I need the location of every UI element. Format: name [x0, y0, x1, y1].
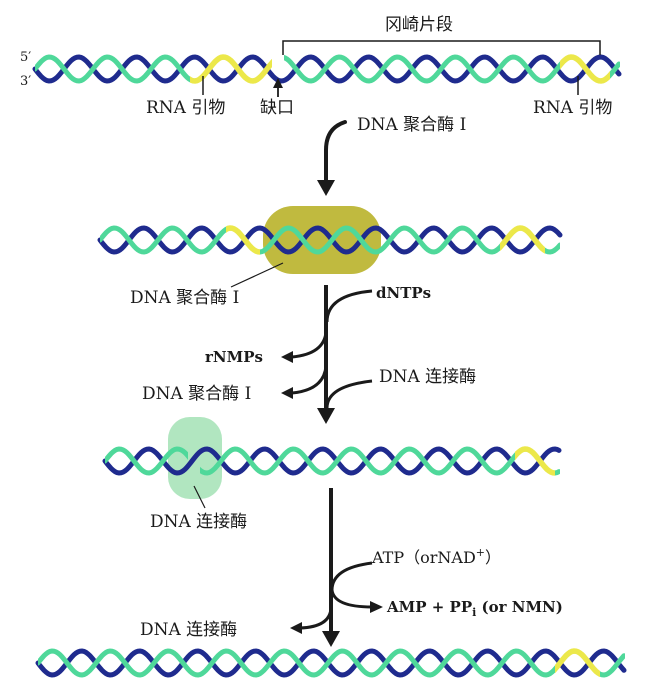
helix-final-dna: [35, 648, 627, 678]
rnmps-label: rNMPs: [205, 348, 263, 366]
atp-superscript: +: [476, 546, 485, 559]
green-strand: [100, 225, 560, 255]
helix-okazaki-fragment: [32, 54, 622, 84]
rna-primer-right-label: RNA 引物: [533, 98, 612, 118]
green-strand: [200, 446, 560, 476]
step1-arrow: [317, 120, 347, 196]
five-prime-label: 5′: [20, 50, 31, 65]
dntps-in-curve: [325, 289, 373, 323]
dntps-label: dNTPs: [376, 284, 431, 302]
navy-strand: [35, 648, 627, 678]
polymerase-callout-label: DNA 聚合酶 I: [130, 288, 239, 308]
step2-arrow: [317, 285, 335, 424]
navy-strand: [97, 225, 563, 255]
polymerase-callout-line: [230, 262, 284, 288]
amp-out-curve: [330, 589, 373, 609]
ligase-release-curve: [299, 607, 333, 630]
okazaki-bracket: [282, 40, 601, 55]
green-strand: [105, 446, 188, 476]
ligase-in-curve: [325, 379, 373, 409]
okazaki-fragment-label: 冈崎片段: [385, 15, 453, 35]
green-strand: [35, 54, 272, 84]
green-strand: [284, 54, 620, 84]
ligase-callout-line: [193, 485, 206, 509]
amp-label: AMP + PPi (or NMN): [386, 598, 563, 619]
green-strand: [38, 648, 625, 678]
rnmps-out-curve: [291, 331, 328, 359]
step3-arrow: [322, 488, 340, 647]
amp-arrowhead: [370, 601, 383, 613]
navy-strand: [32, 54, 622, 84]
ligase-release-arrowhead: [290, 622, 302, 634]
ligase-callout-label: DNA 连接酶: [150, 512, 247, 532]
ligase-release-label: DNA 连接酶: [140, 620, 237, 640]
rnmps-arrowhead: [281, 351, 293, 363]
amp-subscript: i: [472, 606, 476, 619]
dna-polymerase-blob: [263, 206, 381, 274]
polymerase-release-label: DNA 聚合酶 I: [142, 384, 251, 404]
helix-ligase-stage: [102, 446, 562, 476]
atp-label: ATP（orNAD+）: [371, 546, 501, 567]
ligase-in-label: DNA 连接酶: [379, 367, 476, 387]
atp-in-curve: [330, 561, 373, 591]
nick-arrow-head: [273, 78, 283, 88]
nick-label: 缺口: [260, 98, 294, 118]
polymerase-release-curve: [291, 365, 328, 395]
three-prime-label: 3′: [20, 74, 31, 89]
step1-enzyme-label: DNA 聚合酶 I: [357, 115, 466, 135]
helix-polymerase-stage: [97, 225, 563, 255]
polymerase-release-arrowhead: [281, 387, 293, 399]
rna-primer-left-label: RNA 引物: [146, 98, 225, 118]
